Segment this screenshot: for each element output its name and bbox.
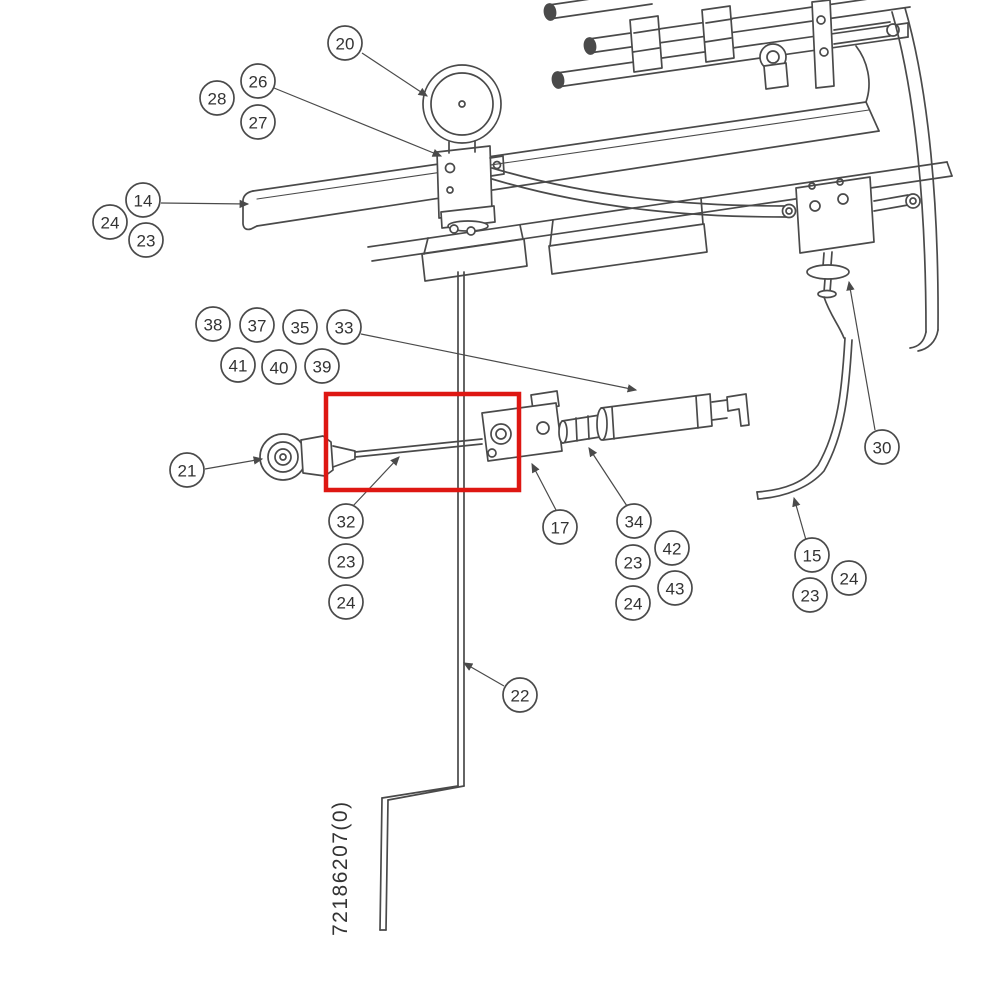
callout-27: 27 [240, 104, 276, 140]
callout-17: 17 [542, 509, 578, 545]
return-hose [756, 296, 853, 500]
assembly-linework [242, 0, 953, 931]
callout-24: 24 [92, 204, 128, 240]
callout-label: 42 [663, 540, 682, 559]
callout-label: 23 [624, 554, 643, 573]
gauge-assembly [422, 64, 505, 236]
callout-balloons: 20 26 28 27 14 24 23 38 37 35 33 41 40 39 21 32 23 24 17 34… [92, 25, 900, 713]
callout-label: 37 [248, 317, 267, 336]
callout-label: 35 [291, 319, 310, 338]
highlight-box [323, 391, 522, 493]
callout-label: 30 [873, 439, 892, 458]
callout-label: 24 [624, 595, 643, 614]
callout-30: 30 [864, 429, 900, 465]
front-rail [242, 45, 880, 231]
callout-28: 28 [199, 80, 235, 116]
callout-label: 14 [134, 192, 153, 211]
callout-label: 33 [335, 319, 354, 338]
callout-24: 24 [328, 584, 364, 620]
callout-label: 24 [840, 570, 859, 589]
callout-label: 15 [803, 547, 822, 566]
callout-24: 24 [831, 560, 867, 596]
callout-42: 42 [654, 530, 690, 566]
vertical-rod [379, 271, 465, 931]
callout-20: 20 [327, 25, 363, 61]
callout-33: 33 [326, 309, 362, 345]
callout-label: 17 [551, 519, 570, 538]
callout-23: 23 [328, 543, 364, 579]
callout-41: 41 [220, 347, 256, 383]
callout-43: 43 [657, 570, 693, 606]
callout-34: 34 [616, 503, 652, 539]
right-hoses [891, 7, 939, 352]
callout-label: 39 [313, 358, 332, 377]
callout-label: 22 [511, 687, 530, 706]
tube-bundle [543, 0, 911, 90]
linkage-assembly [259, 390, 750, 481]
callout-14: 14 [125, 182, 161, 218]
callout-22: 22 [502, 677, 538, 713]
leader-lines [160, 52, 876, 687]
callout-label: 21 [178, 462, 197, 481]
callout-label: 27 [249, 114, 268, 133]
callout-label: 24 [101, 214, 120, 233]
gauge-to-valve-hose [491, 167, 797, 219]
callout-21: 21 [169, 452, 205, 488]
callout-label: 43 [666, 580, 685, 599]
callout-23: 23 [792, 577, 828, 613]
callout-label: 23 [137, 232, 156, 251]
callout-label: 32 [337, 513, 356, 532]
callout-39: 39 [304, 348, 340, 384]
mounting-plates [421, 197, 708, 282]
callout-24: 24 [615, 585, 651, 621]
callout-label: 23 [337, 553, 356, 572]
callout-40: 40 [261, 349, 297, 385]
callout-23: 23 [615, 544, 651, 580]
callout-26: 26 [240, 63, 276, 99]
callout-label: 34 [625, 513, 644, 532]
callout-label: 20 [336, 35, 355, 54]
callout-37: 37 [239, 307, 275, 343]
callout-label: 23 [801, 587, 820, 606]
valve-block [795, 176, 921, 299]
part-number: 72186207(0) [329, 800, 352, 936]
callout-label: 38 [204, 316, 223, 335]
callout-label: 41 [229, 357, 248, 376]
callout-15: 15 [794, 537, 830, 573]
callout-23: 23 [128, 222, 164, 258]
callout-label: 40 [270, 359, 289, 378]
callout-label: 26 [249, 73, 268, 92]
callout-32: 32 [328, 503, 364, 539]
callout-38: 38 [195, 306, 231, 342]
callout-label: 28 [208, 90, 227, 109]
callout-label: 24 [337, 594, 356, 613]
callout-35: 35 [282, 309, 318, 345]
